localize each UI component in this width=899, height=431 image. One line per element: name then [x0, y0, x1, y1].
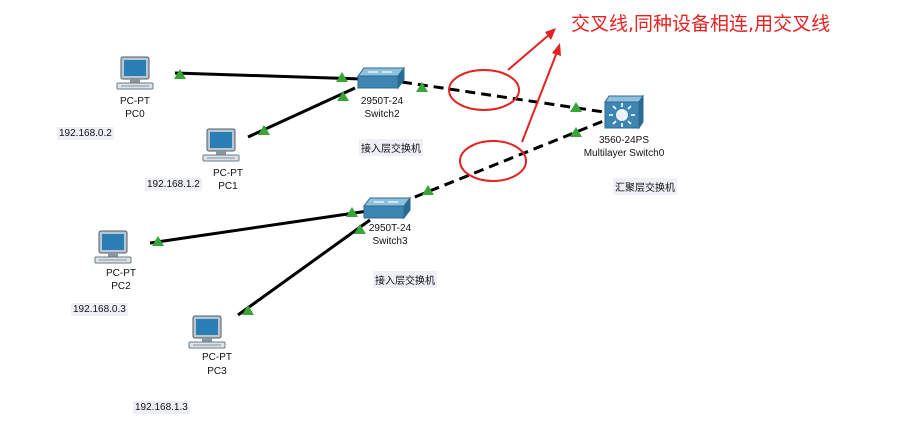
- device-name-label: PC2: [111, 281, 131, 292]
- device-model-label: PC-PT: [120, 96, 150, 107]
- device-model-label: 2950T-24: [368, 223, 412, 234]
- port-up-indicator: [422, 185, 434, 195]
- annotation-arrow: [521, 51, 558, 143]
- ip-address: 192.168.1.2: [145, 178, 202, 191]
- link-pc0-switch2[interactable]: [174, 71, 363, 81]
- link-switch2-switch0-crossover[interactable]: [401, 80, 605, 114]
- ip-address: 192.168.1.3: [133, 401, 190, 414]
- crossover-highlight-circle: [459, 140, 527, 182]
- device-name-label: Switch2: [364, 109, 400, 120]
- pc-icon[interactable]: [114, 56, 156, 92]
- link-pc3-switch3[interactable]: [237, 218, 371, 317]
- annotation-arrow-head: [545, 28, 556, 40]
- ip-address: 192.168.0.3: [71, 303, 128, 316]
- port-up-indicator: [570, 102, 582, 112]
- annotation-arrow: [507, 33, 551, 71]
- device-name-label: Multilayer Switch0: [583, 148, 665, 159]
- port-up-indicator: [242, 305, 254, 315]
- device-model-label: PC-PT: [202, 352, 232, 363]
- ip-address: 192.168.0.2: [57, 127, 114, 140]
- device-name-label: PC1: [218, 181, 238, 192]
- crossover-highlight-circle: [448, 69, 520, 111]
- layer-note: 汇聚层交换机: [613, 178, 677, 195]
- link-pc2-switch3[interactable]: [149, 209, 369, 245]
- port-up-indicator: [258, 125, 270, 135]
- pc-icon[interactable]: [92, 230, 134, 266]
- device-name-label: Switch3: [372, 236, 408, 247]
- link-switch3-switch0-crossover[interactable]: [399, 118, 607, 205]
- device-model-label: 2950T-24: [360, 96, 404, 107]
- switch-icon[interactable]: [356, 66, 406, 92]
- port-up-indicator: [152, 236, 164, 246]
- annotation-arrow-head: [552, 43, 561, 56]
- layer-note: 接入层交换机: [359, 139, 423, 156]
- device-model-label: 3560-24PS: [598, 135, 650, 146]
- port-up-indicator: [174, 69, 186, 79]
- pc-icon[interactable]: [186, 315, 228, 351]
- device-model-label: PC-PT: [213, 168, 243, 179]
- switch-icon[interactable]: [362, 196, 412, 222]
- port-up-indicator: [337, 91, 349, 101]
- device-name-label: PC0: [125, 109, 145, 120]
- port-up-indicator: [416, 82, 428, 92]
- device-model-label: PC-PT: [106, 268, 136, 279]
- pc-icon[interactable]: [200, 128, 242, 164]
- crossover-annotation: 交叉线,同种设备相连,用交叉线: [571, 13, 831, 35]
- port-up-indicator: [570, 127, 582, 137]
- port-up-indicator: [346, 207, 358, 217]
- multilayer-switch-icon[interactable]: [603, 94, 645, 130]
- port-up-indicator: [354, 224, 366, 234]
- device-name-label: PC3: [207, 366, 227, 377]
- port-up-indicator: [336, 72, 348, 82]
- layer-note: 接入层交换机: [373, 271, 437, 288]
